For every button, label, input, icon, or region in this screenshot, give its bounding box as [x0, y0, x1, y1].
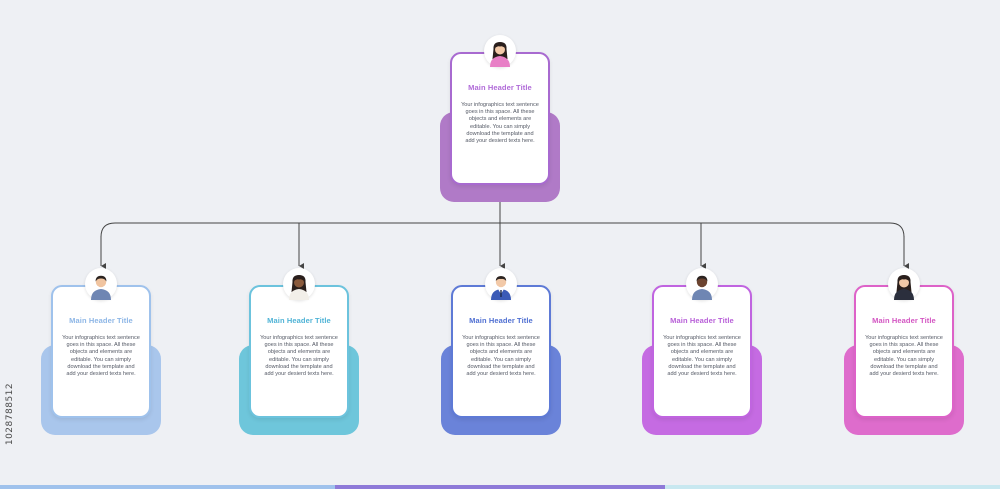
- node-card: Main Header Title Your infographics text…: [652, 285, 752, 418]
- node-title: Main Header Title: [670, 316, 734, 325]
- man-avatar-icon: [85, 268, 117, 300]
- footer-color-bar: [0, 485, 1000, 489]
- footer-segment-2: [335, 485, 665, 489]
- node-body-text: Your infographics text sentence goes in …: [462, 335, 540, 378]
- node-body-text: Your infographics text sentence goes in …: [663, 335, 741, 378]
- node-card: Main Header Title Your infographics text…: [51, 285, 151, 418]
- man-avatar-icon: [686, 268, 718, 300]
- node-card: Main Header Title Your infographics text…: [249, 285, 349, 418]
- node-body-text: Your infographics text sentence goes in …: [62, 335, 140, 378]
- child-node-5: Main Header Title Your infographics text…: [844, 268, 964, 435]
- woman-avatar-icon: [484, 35, 516, 67]
- horizontal-bus-line: [100, 222, 905, 238]
- footer-segment-1: [0, 485, 335, 489]
- node-title: Main Header Title: [469, 316, 533, 325]
- child-node-1: Main Header Title Your infographics text…: [41, 268, 161, 435]
- node-card: Main Header Title Your infographics text…: [451, 285, 551, 418]
- stock-id-watermark: 1028788512: [4, 372, 16, 456]
- root-node: Main Header Title Your infographics text…: [440, 35, 560, 202]
- node-card: Main Header Title Your infographics text…: [854, 285, 954, 418]
- node-card: Main Header Title Your infographics text…: [450, 52, 550, 185]
- node-title: Main Header Title: [872, 316, 936, 325]
- node-title: Main Header Title: [267, 316, 331, 325]
- watermark-text: 1028788512: [5, 382, 15, 446]
- node-body-text: Your infographics text sentence goes in …: [260, 335, 338, 378]
- woman-avatar-icon: [888, 268, 920, 300]
- child-node-3: Main Header Title Your infographics text…: [441, 268, 561, 435]
- node-title: Main Header Title: [69, 316, 133, 325]
- child-node-4: Main Header Title Your infographics text…: [642, 268, 762, 435]
- node-title: Main Header Title: [468, 83, 532, 92]
- node-body-text: Your infographics text sentence goes in …: [865, 335, 943, 378]
- footer-segment-3: [665, 485, 1000, 489]
- child-node-2: Main Header Title Your infographics text…: [239, 268, 359, 435]
- woman-avatar-icon: [283, 268, 315, 300]
- node-body-text: Your infographics text sentence goes in …: [461, 102, 539, 145]
- businessman-avatar-icon: [485, 268, 517, 300]
